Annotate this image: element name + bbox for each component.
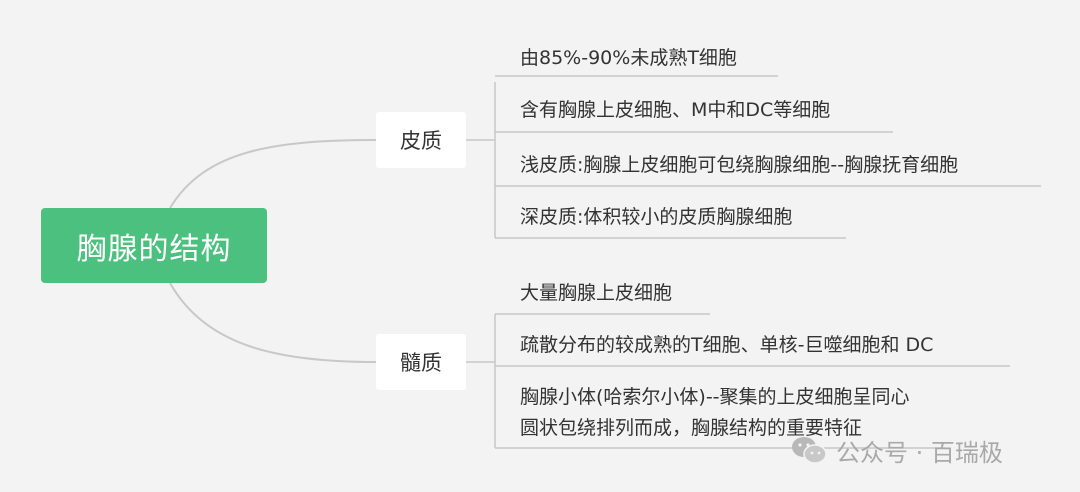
branch-node-medulla: 髓质 bbox=[376, 334, 466, 390]
leaf-text: 由85%-90%未成熟T细胞 bbox=[520, 47, 737, 69]
leaf-text: 深皮质:体积较小的皮质胸腺细胞 bbox=[520, 206, 793, 228]
leaf-node: 含有胸腺上皮细胞、M中和DC等细胞 bbox=[520, 95, 830, 126]
branch-node-cortex: 皮质 bbox=[376, 112, 466, 168]
leaf-text: 浅皮质:胸腺上皮细胞可包绕胸腺细胞--胸腺抚育细胞 bbox=[520, 154, 959, 176]
leaf-node: 由85%-90%未成熟T细胞 bbox=[520, 43, 737, 74]
leaf-text: 疏散分布的较成熟的T细胞、单核-巨噬细胞和 DC bbox=[520, 334, 934, 356]
leaf-node: 浅皮质:胸腺上皮细胞可包绕胸腺细胞--胸腺抚育细胞 bbox=[520, 150, 958, 181]
watermark: 公众号 · 百瑞极 bbox=[790, 430, 1003, 470]
connector-medulla-leaves bbox=[466, 314, 496, 448]
leaf-node: 大量胸腺上皮细胞 bbox=[520, 278, 672, 309]
connector-root-cortex bbox=[169, 139, 377, 209]
leaf-text-line-2: 圆状包绕排列而成，胸腺结构的重要特征 bbox=[520, 417, 863, 439]
leaf-text-line-1: 胸腺小体(哈索尔小体)--聚集的上皮细胞呈同心 bbox=[520, 386, 910, 408]
connector-root-medulla bbox=[169, 282, 377, 363]
leaf-text: 大量胸腺上皮细胞 bbox=[520, 282, 673, 304]
root-label: 胸腺的结构 bbox=[76, 231, 232, 267]
connector-cortex-leaves bbox=[466, 82, 496, 238]
branch-label: 髓质 bbox=[400, 351, 442, 375]
leaf-text: 含有胸腺上皮细胞、M中和DC等细胞 bbox=[520, 99, 831, 121]
leaf-node: 疏散分布的较成熟的T细胞、单核-巨噬细胞和 DC bbox=[520, 330, 933, 361]
leaf-node: 胸腺小体(哈索尔小体)--聚集的上皮细胞呈同心 圆状包绕排列而成，胸腺结构的重要… bbox=[520, 382, 910, 444]
wechat-icon bbox=[792, 437, 827, 464]
watermark-text: 公众号 · 百瑞极 bbox=[836, 438, 1003, 467]
root-node: 胸腺的结构 bbox=[41, 208, 267, 283]
leaf-node: 深皮质:体积较小的皮质胸腺细胞 bbox=[520, 202, 792, 233]
branch-label: 皮质 bbox=[400, 129, 442, 153]
